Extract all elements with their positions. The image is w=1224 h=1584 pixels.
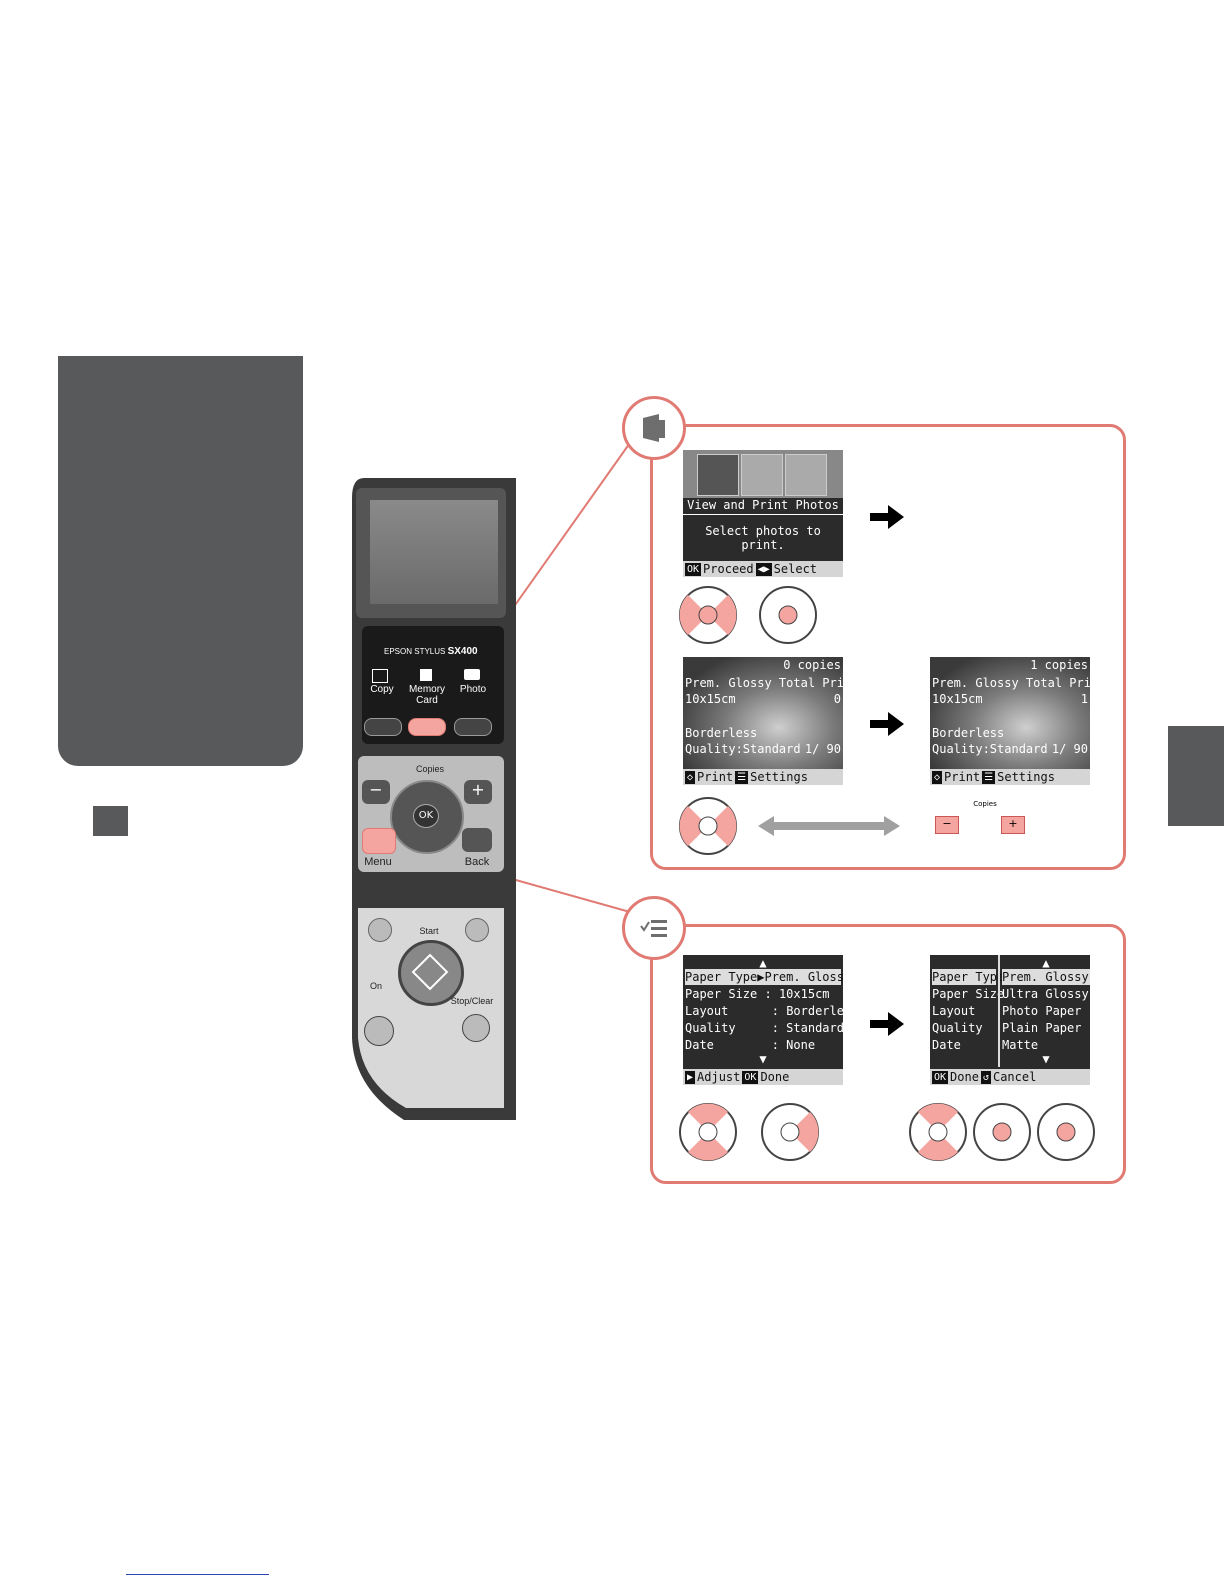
settings-options: ▲ Prem. Glossy Ultra Glossy Photo Paper … xyxy=(998,955,1090,1067)
back-button[interactable] xyxy=(462,828,492,852)
paper-total-line: Prem. Glossy Total Print(s) xyxy=(932,676,1090,690)
menu-label: Menu xyxy=(364,856,392,868)
setting-row-paper-type: Paper Type▶Prem. Glossy xyxy=(685,969,843,985)
memory-card-icon xyxy=(420,669,432,681)
setting-row-quality: Quality : Standard xyxy=(685,1021,843,1035)
plus-icon: + xyxy=(1001,816,1025,834)
lcd-print-settings-1: 1 copies Prem. Glossy Total Print(s) 10x… xyxy=(930,657,1090,785)
minus-icon: − xyxy=(935,816,959,834)
photo-index: 1/ 90 xyxy=(1051,742,1088,756)
chapter-tab xyxy=(1168,726,1224,826)
layout: Borderless xyxy=(685,726,758,740)
lcd-print-settings-0: 0 copies Prem. Glossy Total Print(s) 10x… xyxy=(683,657,843,785)
copies-buttons-hint: Copies − + xyxy=(935,800,1027,836)
lcd-screen xyxy=(370,500,498,604)
lcd-message: Select photos to print. xyxy=(705,524,821,552)
copies-label: Copies xyxy=(415,764,444,774)
copy-mode-button[interactable] xyxy=(364,718,402,736)
start-button[interactable] xyxy=(398,940,464,1006)
layout: Borderless xyxy=(932,726,1005,740)
paper-size: 10x15cm xyxy=(685,692,736,706)
menu-button[interactable] xyxy=(362,828,396,854)
mode-thumbnails xyxy=(683,450,843,498)
double-arrow-icon xyxy=(758,816,900,836)
display-crop-button[interactable] xyxy=(465,918,489,942)
copies-count: 1 copies xyxy=(1030,658,1088,672)
total-prints: 1 xyxy=(1080,692,1088,706)
mode-copy-label: Copy xyxy=(370,684,394,695)
dpad-hints-2 xyxy=(679,797,900,855)
paper-size: 10x15cm xyxy=(932,692,983,706)
start-icon xyxy=(411,953,449,991)
next-arrow-icon xyxy=(870,712,904,736)
on-label: On xyxy=(369,981,382,991)
memory-card-mode-button[interactable] xyxy=(408,718,446,736)
quality: Quality:Standard xyxy=(685,742,801,756)
photo-icon xyxy=(464,669,480,680)
photo-mode-button[interactable] xyxy=(454,718,492,736)
setting-row-layout: Layout : Borderless xyxy=(685,1004,843,1018)
ok-button[interactable]: OK xyxy=(413,804,439,828)
dpad-left-right-icon xyxy=(679,586,737,644)
setup-button[interactable] xyxy=(368,918,392,942)
copy-icon xyxy=(372,669,388,683)
dpad-hints-1 xyxy=(679,586,817,644)
printer-control-panel: EPSON STYLUS SX400 Copy Memory Card Phot… xyxy=(344,478,516,1120)
back-label: Back xyxy=(464,856,490,868)
step-marker xyxy=(93,806,128,836)
setting-row-paper-size: Paper Size : 10x15cm xyxy=(685,987,830,1001)
footer-link-line xyxy=(126,1574,269,1575)
memory-card-mode-callout xyxy=(622,396,686,460)
lcd-view-print-photos: View and Print Photos Select photos to p… xyxy=(683,450,843,577)
total-prints: 0 xyxy=(833,692,841,706)
copies-hint-label: Copies xyxy=(973,800,997,808)
next-arrow-icon xyxy=(870,505,904,529)
copies-minus-button[interactable]: − xyxy=(362,780,390,804)
mode-photo-label: Photo xyxy=(459,684,487,695)
menu-list-icon xyxy=(640,920,667,937)
lcd-settings-options: Paper Type Paper Size Layout Quality Dat… xyxy=(930,955,1090,1085)
dpad-hints-3 xyxy=(679,1103,1095,1161)
power-button[interactable] xyxy=(364,1016,394,1046)
lcd-title: View and Print Photos xyxy=(683,498,843,515)
lcd-frame xyxy=(356,488,506,618)
setting-row-date: Date : None xyxy=(685,1038,816,1052)
section-header-block xyxy=(58,356,303,766)
photo-index: 1/ 90 xyxy=(804,742,841,756)
lcd-footer: ◇Print ☰Settings xyxy=(930,769,1090,785)
mode-memory-label: Memory Card xyxy=(408,684,446,706)
stop-button[interactable] xyxy=(462,1014,490,1042)
settings-names: Paper Type Paper Size Layout Quality Dat… xyxy=(930,955,1004,1067)
stop-clear-label: Stop/Clear xyxy=(450,996,494,1006)
next-arrow-icon xyxy=(870,1012,904,1036)
copies-plus-button[interactable]: + xyxy=(464,780,492,804)
start-label: Start xyxy=(419,926,439,936)
memory-card-icon xyxy=(643,414,665,442)
menu-callout xyxy=(622,896,686,960)
copies-count: 0 copies xyxy=(783,658,841,672)
lcd-footer: ◇Print ☰Settings xyxy=(683,769,843,785)
paper-total-line: Prem. Glossy Total Print(s) xyxy=(685,676,843,690)
quality: Quality:Standard xyxy=(932,742,1048,756)
brand-label: EPSON STYLUS SX400 xyxy=(384,646,478,657)
lcd-settings-list: ▲ Paper Type▶Prem. Glossy Paper Size : 1… xyxy=(683,955,843,1085)
